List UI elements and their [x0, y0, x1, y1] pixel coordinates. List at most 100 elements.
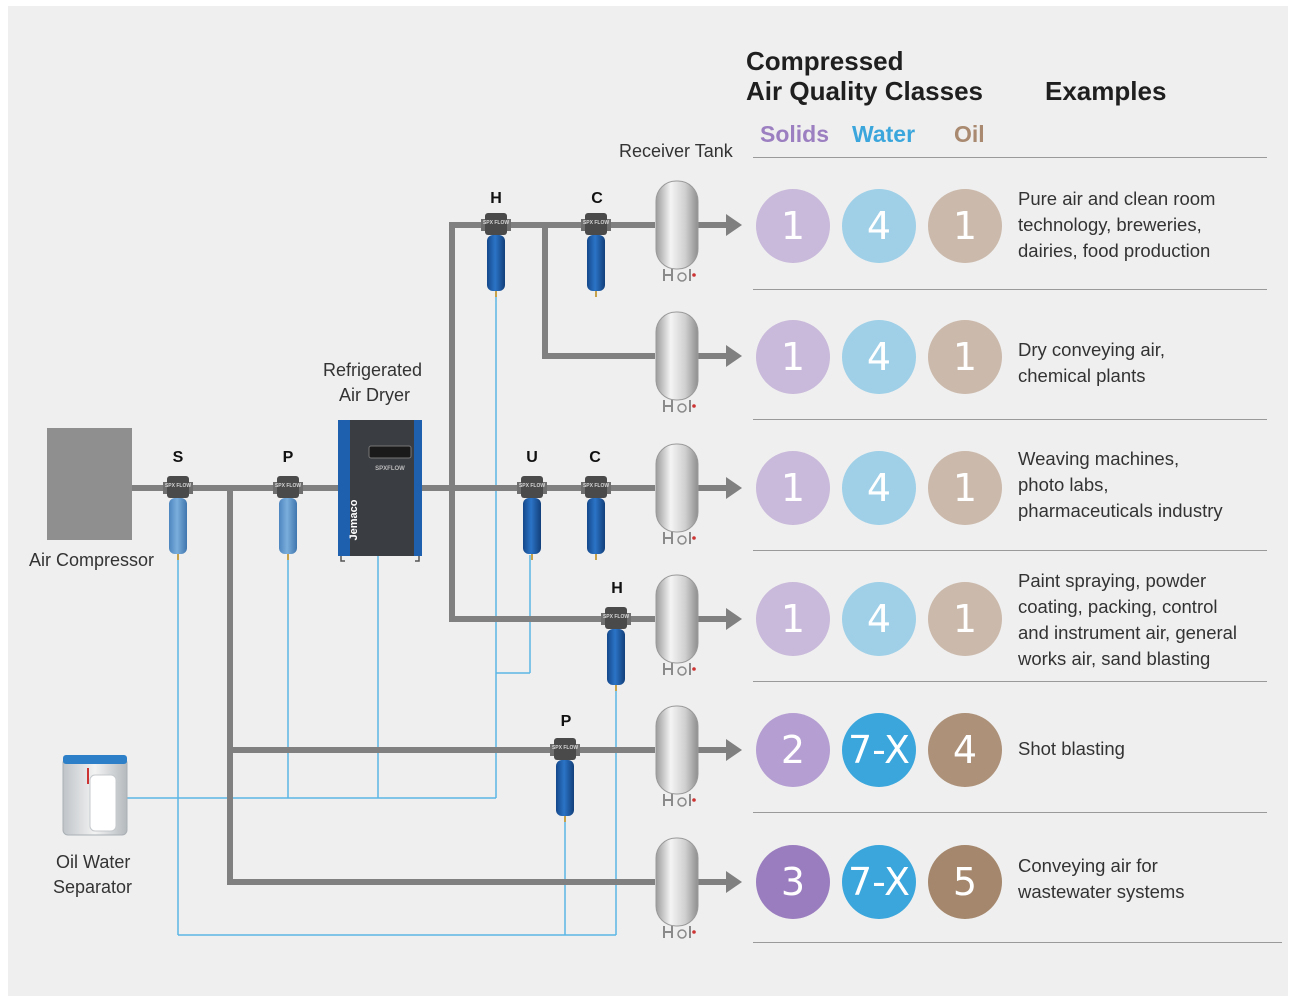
example-line: Shot blasting [1018, 738, 1125, 759]
outlet-arrow [698, 871, 742, 893]
example-line: photo labs, [1018, 474, 1109, 495]
row-divider [753, 812, 1267, 813]
row-divider [753, 681, 1267, 682]
row-divider [753, 942, 1282, 943]
filter-housing: SPX FLOW [601, 607, 631, 691]
water-class-badge: 4 [842, 189, 916, 263]
column-header-solids: Solids [760, 121, 830, 147]
oil-class-badge: 1 [928, 189, 1002, 263]
solids-class-badge: 2 [756, 713, 830, 787]
svg-text:SPX FLOW: SPX FLOW [275, 483, 301, 489]
outlet-arrow [698, 345, 742, 367]
svg-text:SPX FLOW: SPX FLOW [165, 483, 191, 489]
example-line: and instrument air, general [1018, 622, 1238, 643]
receiver-tanks [655, 180, 699, 939]
header-examples: Examples [1045, 76, 1167, 106]
example-line: Dry conveying air, [1018, 339, 1166, 360]
refrigerated-air-dryer-unit: SPXFLOW Jemaco [338, 420, 422, 562]
filter-housing: SPX FLOW [481, 213, 511, 297]
receiver-tank [655, 705, 699, 807]
filter-housing: SPX FLOW [581, 213, 611, 297]
filter-label-h: H [611, 580, 623, 597]
solids-class-badge: 3 [756, 845, 830, 919]
outlet-arrow [698, 477, 742, 499]
receiver-tank [655, 837, 699, 939]
example-line: Pure air and clean room [1018, 188, 1216, 209]
svg-text:SPX FLOW: SPX FLOW [583, 220, 609, 226]
svg-text:SPX FLOW: SPX FLOW [519, 483, 545, 489]
svg-text:SPXFLOW: SPXFLOW [375, 466, 405, 472]
oil-water-separator-unit [62, 755, 128, 836]
filter-label-c: C [591, 190, 603, 207]
example-text: Conveying air for wastewater systems [1018, 853, 1268, 905]
row-divider [753, 419, 1267, 420]
example-text: Pure air and clean room technology, brew… [1018, 186, 1268, 264]
oil-class-badge: 1 [928, 582, 1002, 656]
solids-class-badge: 1 [756, 451, 830, 525]
filter-label-h: H [490, 190, 502, 207]
receiver-tank [655, 443, 699, 545]
column-header-oil: Oil [954, 121, 985, 147]
filter-label-p: P [282, 449, 294, 466]
receiver-tank-label: Receiver Tank [619, 141, 733, 161]
filters: SPX FLOW SPX FLOW SPX FLOW SPX FLOW SPX FLOW… [163, 213, 631, 822]
solids-class-badge: 1 [756, 320, 830, 394]
oil-class-badge: 4 [928, 713, 1002, 787]
example-line: Weaving machines, [1018, 448, 1180, 469]
air-compressor-label: Air Compressor [29, 550, 155, 570]
header-title-line1: Compressed [746, 46, 904, 76]
separator-label-line1: Oil Water [56, 852, 131, 872]
example-text: Shot blasting [1018, 736, 1268, 762]
oil-class-badge: 5 [928, 845, 1002, 919]
receiver-tank [655, 574, 699, 676]
water-class-badge: 7-X [842, 845, 916, 919]
receiver-tank [655, 180, 699, 282]
oil-class-badge: 1 [928, 451, 1002, 525]
filter-label-u: U [526, 449, 538, 466]
column-header-water: Water [852, 121, 916, 147]
example-line: coating, packing, control [1018, 596, 1218, 617]
example-text: Dry conveying air, chemical plants [1018, 337, 1268, 389]
svg-text:SPX FLOW: SPX FLOW [552, 745, 578, 751]
svg-text:SPX FLOW: SPX FLOW [583, 483, 609, 489]
svg-text:Jemaco: Jemaco [348, 499, 360, 540]
filter-housing: SPX FLOW [581, 476, 611, 560]
filter-housing: SPX FLOW [550, 738, 580, 822]
water-class-badge: 7-X [842, 713, 916, 787]
condensate-drain-lines [126, 290, 617, 936]
water-class-badge: 4 [842, 582, 916, 656]
separator-label-line2: Separator [53, 877, 133, 897]
svg-text:SPX FLOW: SPX FLOW [603, 614, 629, 620]
water-class-badge: 4 [842, 320, 916, 394]
example-line: dairies, food production [1018, 240, 1211, 261]
oil-class-badge: 1 [928, 320, 1002, 394]
svg-text:SPX FLOW: SPX FLOW [483, 220, 509, 226]
filter-housing: SPX FLOW [517, 476, 547, 560]
example-line: Conveying air for [1018, 855, 1158, 876]
filter-label-s: S [172, 449, 184, 466]
solids-class-badge: 1 [756, 189, 830, 263]
water-class-badge: 4 [842, 451, 916, 525]
example-line: technology, breweries, [1018, 214, 1202, 235]
filter-label-c: C [589, 449, 601, 466]
example-line: pharmaceuticals industry [1018, 500, 1223, 521]
example-line: chemical plants [1018, 365, 1146, 386]
outlet-arrow [698, 739, 742, 761]
filter-housing: SPX FLOW [163, 476, 193, 560]
air-compressor-unit [47, 428, 132, 540]
example-text: Weaving machines, photo labs, pharmaceut… [1018, 446, 1268, 524]
example-text: Paint spraying, powder coating, packing,… [1018, 568, 1268, 672]
header-title-line2: Air Quality Classes [746, 76, 983, 106]
dryer-label-line1: Refrigerated [323, 360, 423, 380]
outlet-arrow [698, 214, 742, 236]
solids-class-badge: 1 [756, 582, 830, 656]
dryer-label-line2: Air Dryer [339, 385, 410, 405]
filter-label-p: P [560, 713, 572, 730]
row-divider [753, 550, 1267, 551]
outlet-arrow [698, 608, 742, 630]
background-panel [8, 6, 1288, 996]
receiver-tank [655, 311, 699, 413]
outlet-arrows [698, 214, 742, 893]
